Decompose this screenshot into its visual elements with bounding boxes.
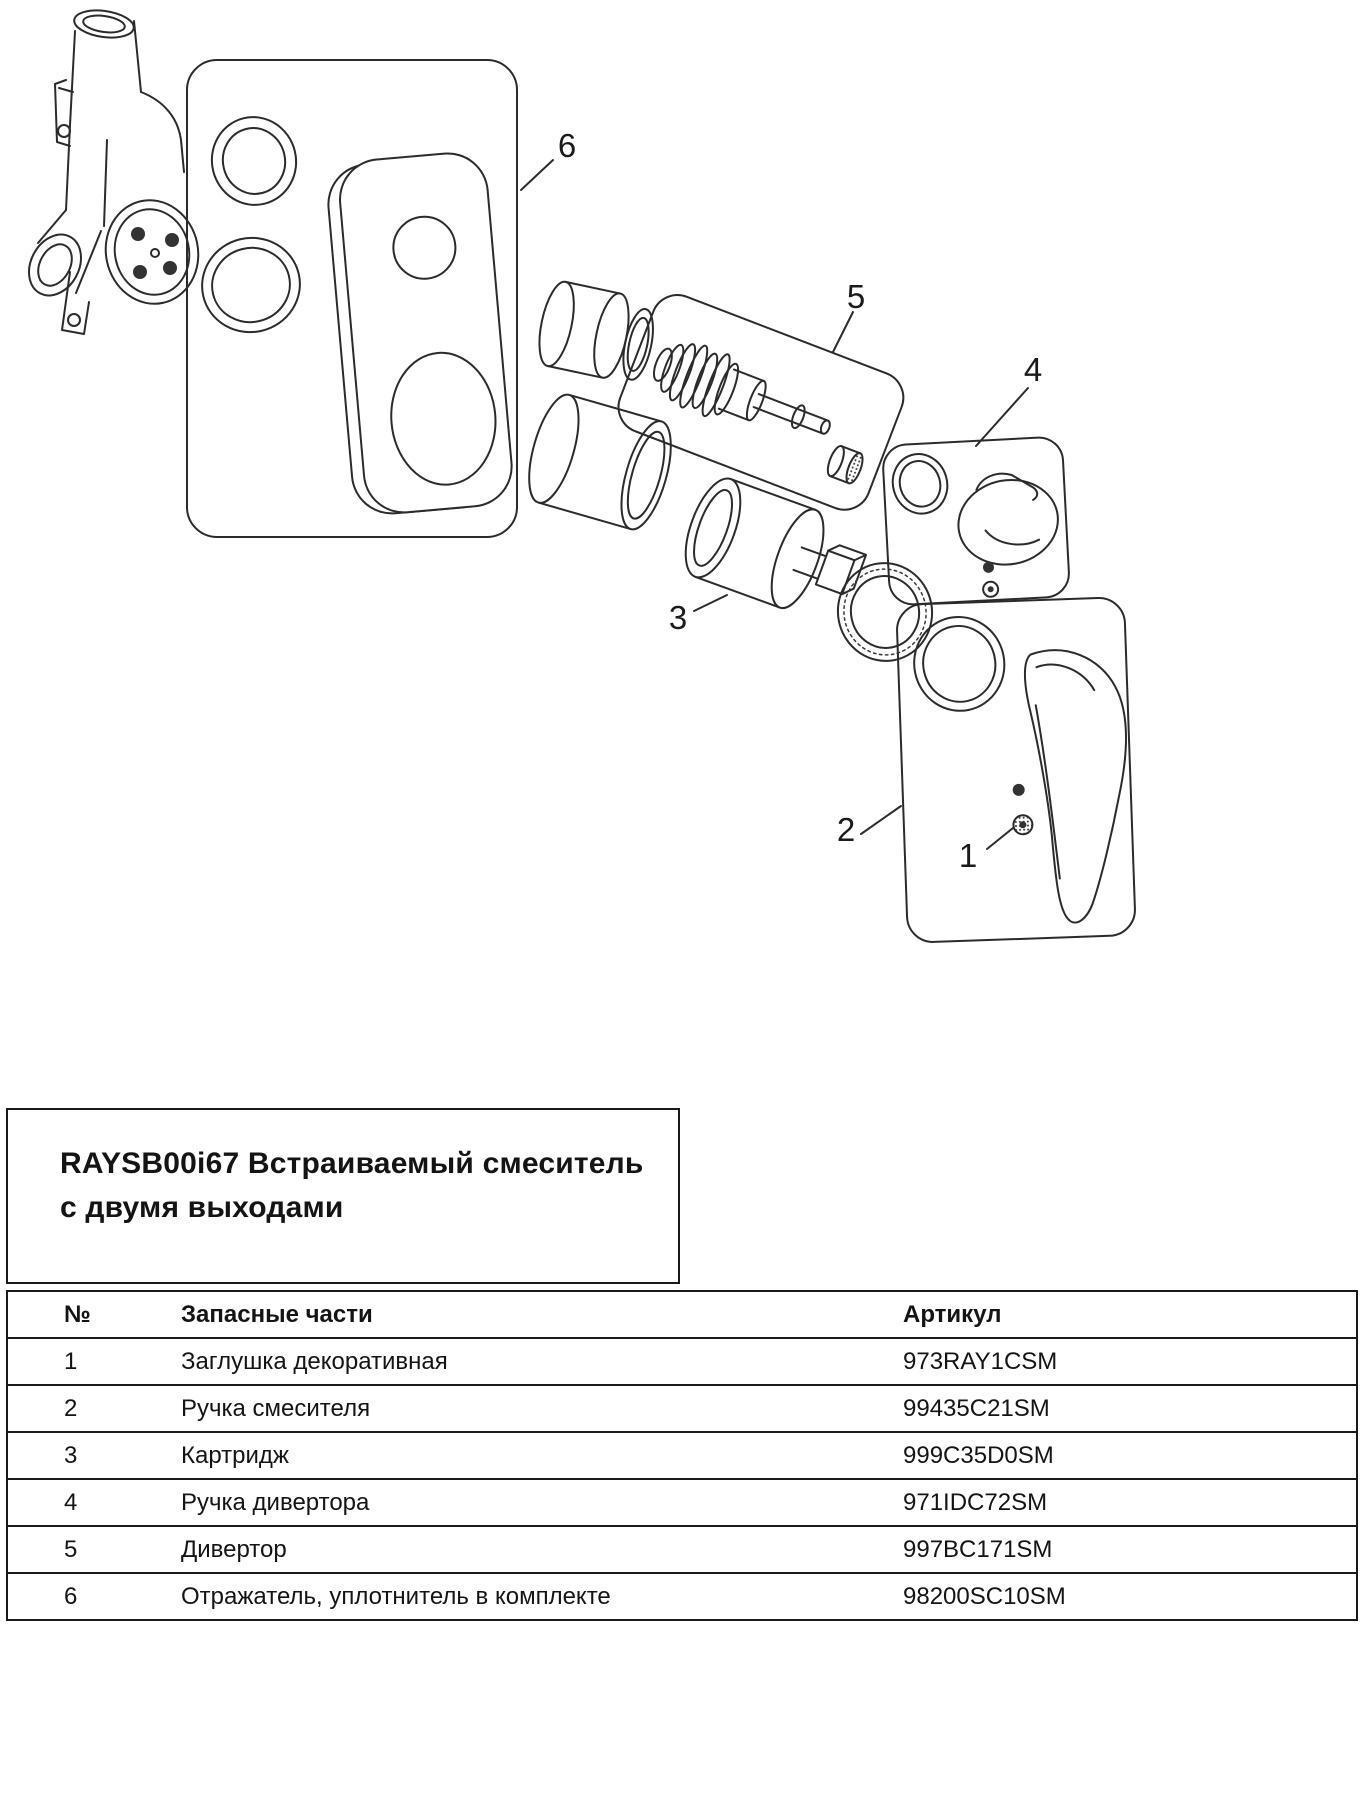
washer-ring	[622, 308, 654, 381]
diverter-handle	[957, 472, 1059, 566]
part-name: Ручка дивертора	[181, 1488, 370, 1516]
part-name: Картридж	[181, 1441, 289, 1469]
group-box-6	[186, 59, 518, 538]
group-box-5	[617, 294, 905, 511]
part-number: 6	[64, 1582, 78, 1610]
leader-line-2	[860, 805, 902, 835]
spec-section: RAYSB00i67 Встраиваемый смеситель с двум…	[6, 1108, 1358, 1621]
sleeve-large	[528, 393, 672, 531]
table-row: 4 Ручка дивертора 971IDC72SM	[7, 1479, 1357, 1526]
leader-line-5	[832, 311, 854, 353]
table-row: 3 Картридж 999C35D0SM	[7, 1432, 1357, 1479]
diverter-handle-group	[882, 436, 1070, 606]
part-article: 999C35D0SM	[903, 1441, 1054, 1469]
valve-body-drawing	[28, 9, 200, 335]
knurled-cap	[826, 445, 864, 485]
escutcheon-plate	[327, 152, 513, 515]
part-article: 997BC171SM	[903, 1535, 1053, 1563]
product-title-line2: с двумя выходами	[60, 1191, 344, 1224]
part-number: 3	[64, 1441, 78, 1469]
sleeve-small	[538, 280, 654, 381]
leader-line-4	[975, 387, 1029, 447]
seal-ring-large	[201, 236, 301, 334]
leader-line-3	[693, 594, 728, 612]
leader-line-1	[986, 827, 1014, 850]
callout-3: 3	[669, 599, 687, 636]
part-article: 99435C21SM	[903, 1394, 1050, 1422]
seal-ring-small	[210, 116, 298, 206]
product-title-box: RAYSB00i67 Встраиваемый смеситель с двум…	[6, 1108, 680, 1284]
diverter-cartridge	[652, 343, 831, 435]
part-number: 2	[64, 1394, 78, 1422]
table-row: 5 Дивертор 997BC171SM	[7, 1526, 1357, 1573]
diverter-assembly	[617, 294, 905, 511]
col-header-parts: Запасные части	[181, 1300, 373, 1328]
part-number: 5	[64, 1535, 78, 1563]
table-row: 1 Заглушка декоративная 973RAY1CSM	[7, 1338, 1357, 1385]
mixer-handle-lever	[1023, 649, 1127, 924]
parts-table: № Запасные части Артикул 1 Заглушка деко…	[6, 1290, 1358, 1621]
part-name: Ручка смесителя	[181, 1394, 371, 1422]
part-article: 98200SC10SM	[903, 1582, 1066, 1610]
part-number: 4	[64, 1488, 78, 1516]
group-box-4	[882, 436, 1070, 606]
col-header-article: Артикул	[903, 1300, 1002, 1328]
part-name: Дивертор	[181, 1535, 287, 1563]
diverter-handle-cap	[982, 580, 1000, 598]
decorative-cap	[1012, 814, 1034, 836]
exploded-view-diagram: 6	[28, 9, 1136, 943]
table-row: 2 Ручка смесителя 99435C21SM	[7, 1385, 1357, 1432]
table-header-row: № Запасные части Артикул	[7, 1291, 1357, 1338]
cartridge	[684, 477, 868, 610]
mixer-handle-group	[896, 596, 1136, 943]
callout-5: 5	[847, 278, 865, 315]
part-name: Отражатель, уплотнитель в комплекте	[181, 1582, 611, 1610]
part-number: 1	[64, 1347, 78, 1375]
mixer-handle-ring	[913, 615, 1006, 712]
part-article: 973RAY1CSM	[903, 1347, 1058, 1375]
part-name: Заглушка декоративная	[181, 1347, 448, 1375]
product-title-line1: RAYSB00i67 Встраиваемый смеситель	[60, 1147, 644, 1180]
callout-2: 2	[837, 811, 855, 848]
callout-4: 4	[1024, 351, 1042, 388]
group-box-2	[896, 596, 1136, 943]
mixer-handle-screw	[1012, 783, 1025, 796]
table-row: 6 Отражатель, уплотнитель в комплекте 98…	[7, 1573, 1357, 1620]
part-article: 971IDC72SM	[903, 1488, 1048, 1516]
diverter-handle-screw	[982, 561, 994, 573]
callout-1: 1	[959, 837, 977, 874]
leader-line-6	[520, 159, 554, 191]
diverter-handle-seal	[891, 453, 949, 515]
callout-6: 6	[558, 127, 576, 164]
col-header-number: №	[64, 1300, 91, 1328]
